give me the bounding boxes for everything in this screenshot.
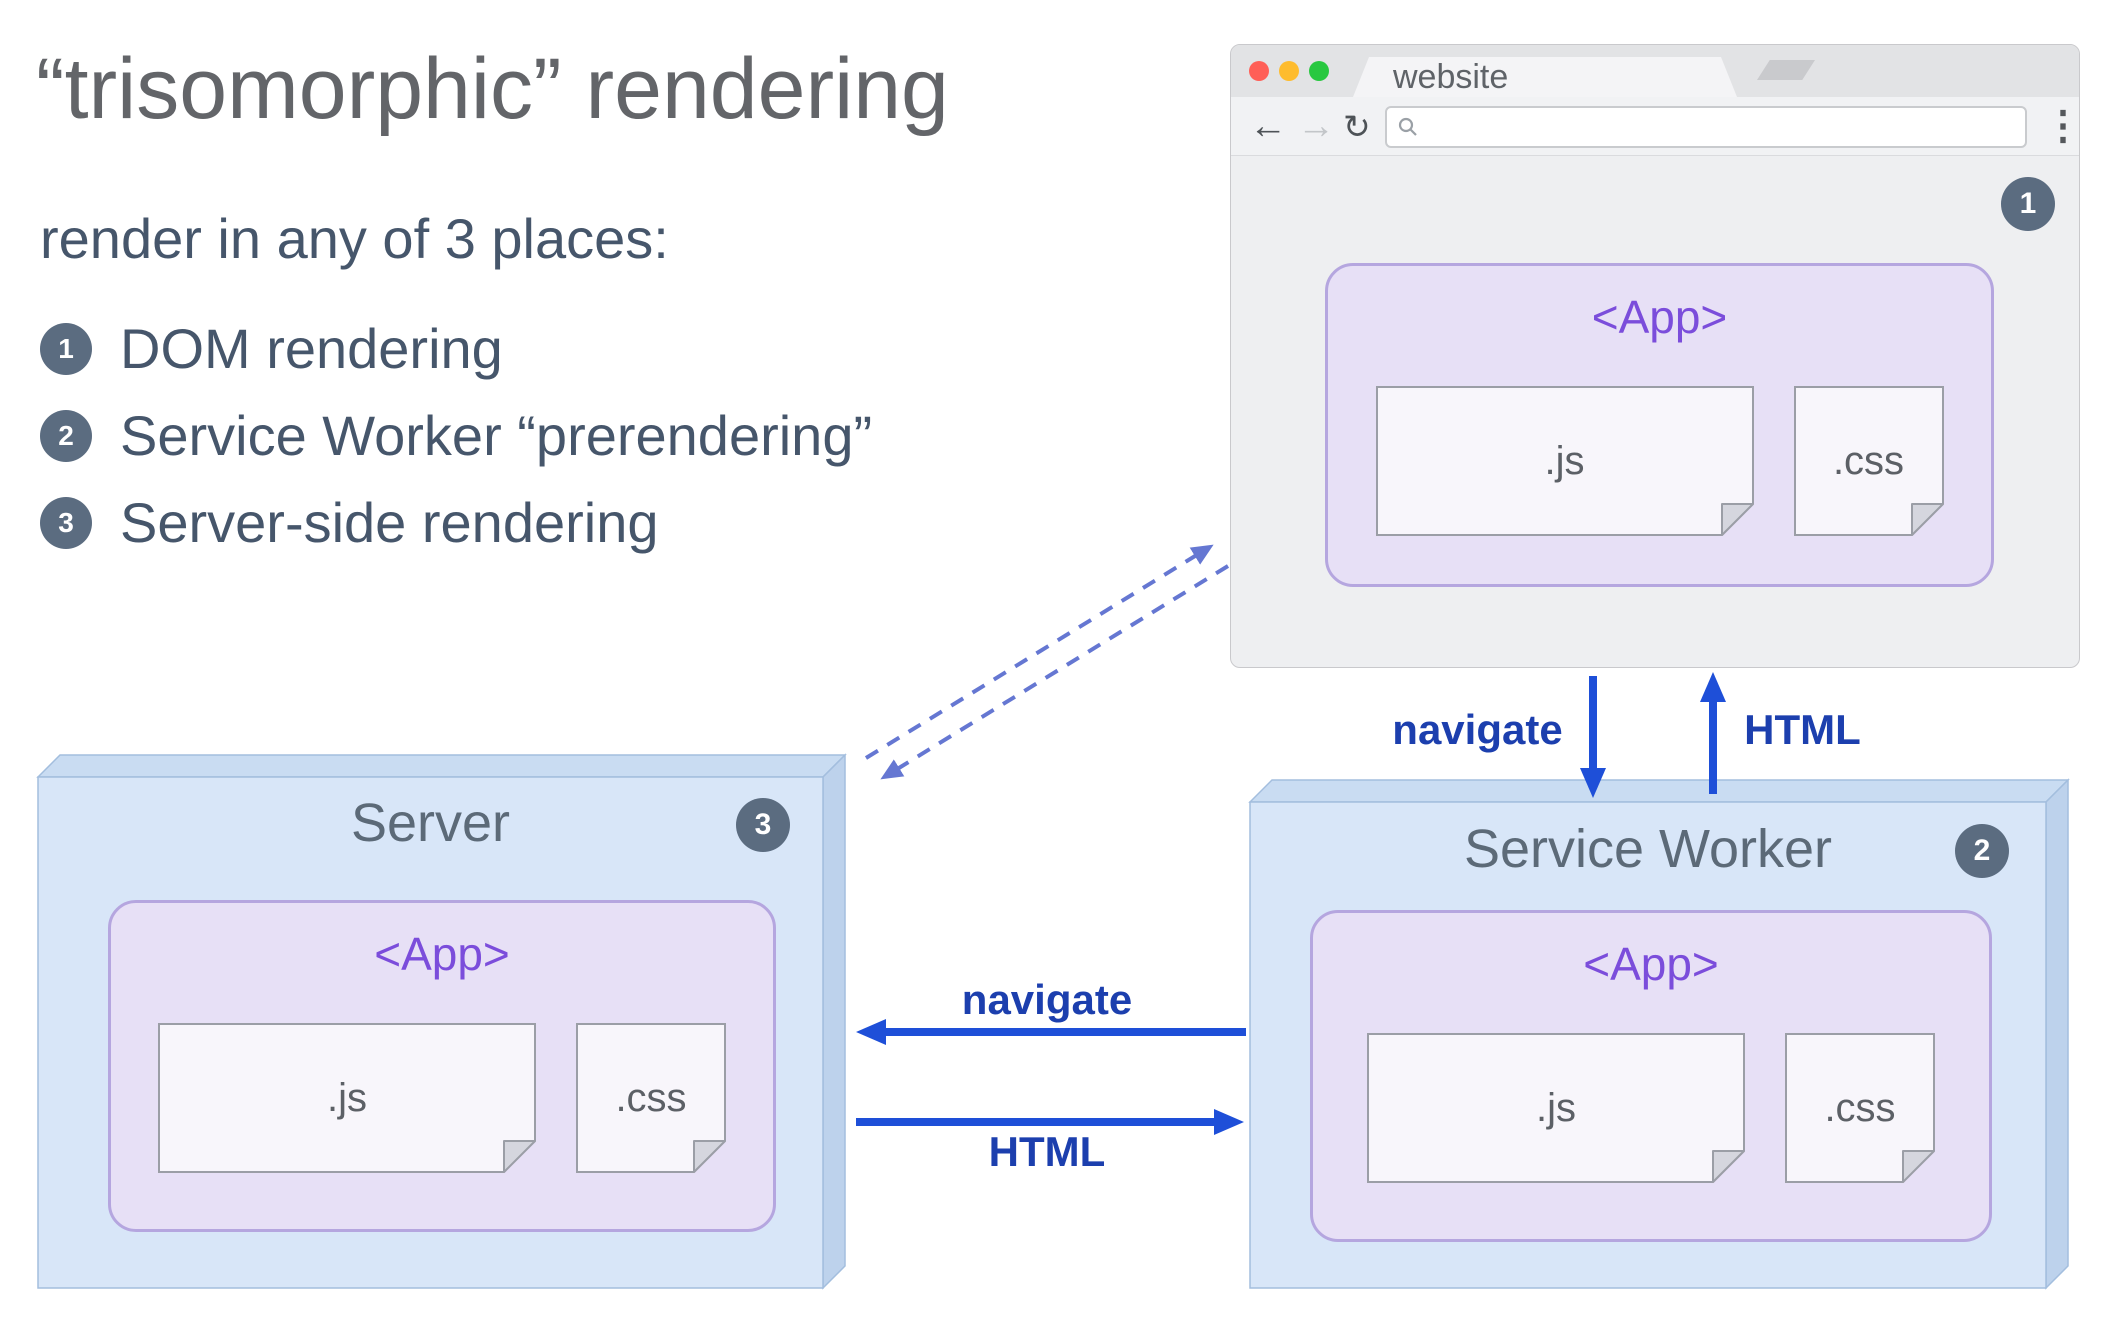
server-box-top-face [36, 754, 847, 778]
js-file-icon: .js [1367, 1033, 1745, 1183]
maximize-window-icon[interactable] [1309, 61, 1329, 81]
js-file-label: .js [327, 1075, 367, 1120]
server-box-right-face [822, 753, 846, 1290]
browser-app-label: <App> [1591, 291, 1728, 343]
legend-item-service-worker-prerendering: 2 Service Worker “prerendering” [40, 403, 872, 468]
step-badge-2: 2 [1955, 824, 2009, 878]
html-label-horizontal: HTML [988, 1128, 1106, 1175]
legend-badge-3: 3 [40, 496, 92, 549]
html-label-vertical: HTML [1744, 706, 1861, 753]
search-icon [1397, 116, 1419, 143]
legend-list: 1 DOM rendering 2 Service Worker “preren… [40, 316, 872, 555]
page-title: “trisomorphic” rendering [36, 41, 949, 137]
js-file-icon: .js [158, 1023, 536, 1173]
address-bar[interactable] [1385, 106, 2027, 148]
step-badge-3: 3 [736, 798, 790, 852]
css-file-icon: .css [1785, 1033, 1935, 1183]
navigate-label-horizontal: navigate [961, 976, 1133, 1023]
legend-item-dom-rendering: 1 DOM rendering [40, 316, 872, 381]
css-file-icon: .css [1793, 386, 1944, 536]
forward-icon[interactable]: → [1297, 104, 1335, 147]
js-file-label: .js [1544, 438, 1585, 483]
js-file-label: .js [1536, 1085, 1576, 1130]
legend-badge-2: 2 [40, 409, 92, 462]
minimize-window-icon[interactable] [1279, 61, 1299, 81]
browser-window: website ← → ↻ ⋮ 1 <App> [1230, 44, 2083, 668]
js-file-icon: .js [1375, 386, 1754, 536]
css-file-icon: .css [576, 1023, 726, 1173]
css-file-label: .css [1824, 1085, 1896, 1130]
server-box-title: Server [350, 793, 511, 853]
reload-icon[interactable]: ↻ [1343, 107, 1371, 145]
browser-navbar: ← → ↻ ⋮ [1231, 97, 2083, 156]
dashed-arrow-server-to-browser [864, 544, 1214, 760]
new-tab-button[interactable] [1757, 60, 1815, 80]
service-worker-box-right-face [2045, 778, 2069, 1290]
service-worker-box-top-face [1248, 779, 2070, 803]
browser-tab-title: website [1393, 58, 1509, 96]
legend-label-3: Server-side rendering [120, 491, 659, 554]
service-worker-box-title: Service Worker [1463, 819, 1833, 879]
legend-label-2: Service Worker “prerendering” [120, 404, 873, 467]
browser-titlebar: website [1231, 45, 2079, 98]
browser-menu-icon[interactable]: ⋮ [2043, 104, 2083, 148]
css-file-label: .css [1832, 438, 1905, 483]
service-worker-app-box: <App> .js .css [1310, 910, 1992, 1242]
legend-label-1: DOM rendering [120, 317, 503, 380]
server-files-row: .js .css [158, 1023, 726, 1173]
server-app-label: <App> [374, 928, 510, 980]
back-icon[interactable]: ← [1249, 104, 1287, 147]
close-window-icon[interactable] [1249, 61, 1269, 81]
server-app-box: <App> .js .css [108, 900, 776, 1232]
browser-files-row: .js .css [1375, 386, 1944, 536]
legend-badge-1: 1 [40, 322, 92, 375]
subtitle: render in any of 3 places: [40, 207, 669, 270]
css-file-label: .css [615, 1075, 687, 1120]
step-badge-1: 1 [2001, 177, 2055, 231]
service-worker-files-row: .js .css [1367, 1033, 1935, 1183]
service-worker-app-label: <App> [1583, 938, 1719, 990]
dashed-arrow-browser-to-server [880, 564, 1230, 780]
browser-tab[interactable]: website [1353, 57, 1737, 97]
navigate-label-vertical: navigate [1392, 706, 1563, 753]
browser-app-box: <App> .js .css [1325, 263, 1994, 587]
legend-item-server-side-rendering: 3 Server-side rendering [40, 490, 872, 555]
